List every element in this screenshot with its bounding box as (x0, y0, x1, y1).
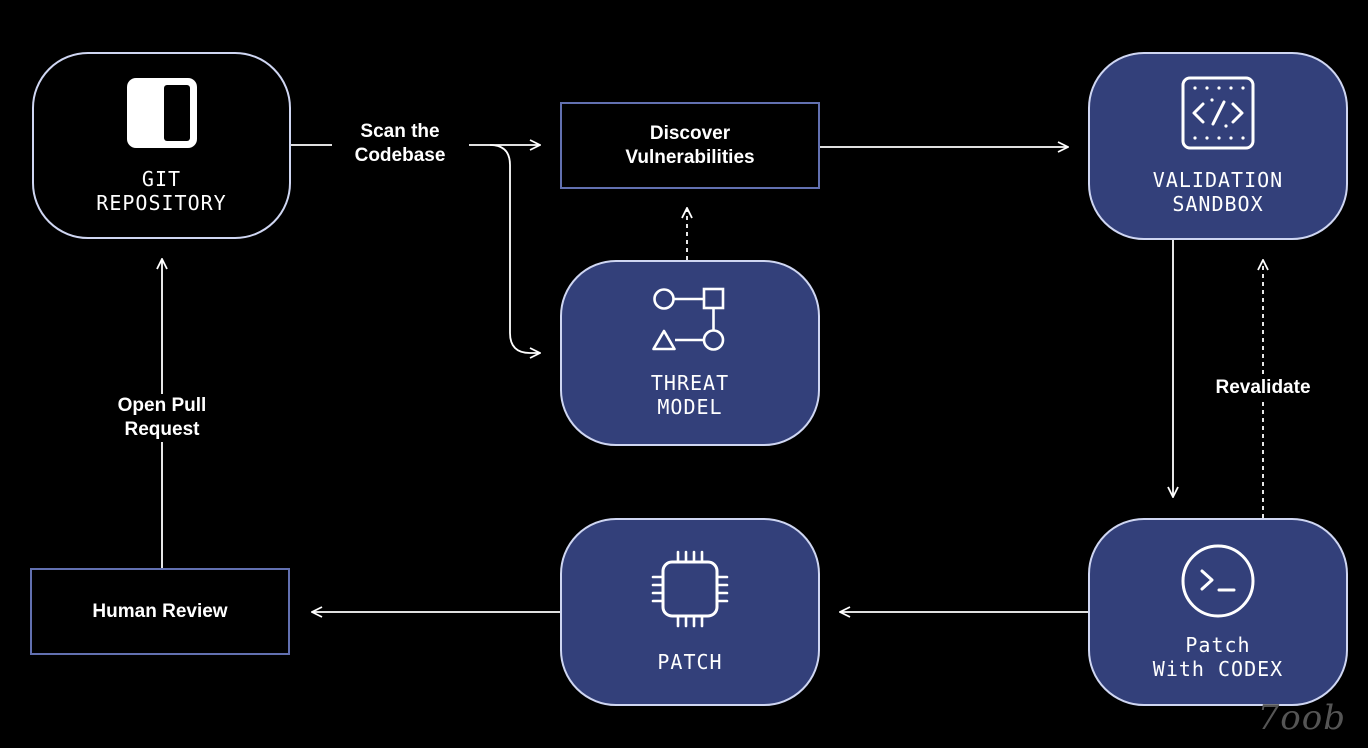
flow-shapes-icon (652, 287, 728, 353)
node-human-review-label: Human Review (92, 600, 228, 622)
node-patch: PATCH (560, 518, 820, 706)
node-patch-with-codex-label: Patch With CODEX (1152, 633, 1284, 681)
node-git-repository-label: GIT REPOSITORY (96, 166, 227, 215)
node-human-review: Human Review (30, 568, 290, 655)
node-patch-label: PATCH (657, 650, 723, 674)
node-patch-with-codex: Patch With CODEX (1088, 518, 1348, 706)
node-threat-model: THREAT MODEL (560, 260, 820, 446)
edge-label-revalidate: Revalidate (1203, 376, 1323, 400)
node-threat-model-label: THREAT MODEL (650, 371, 730, 419)
edge-scan-to-threat-model (489, 144, 540, 353)
node-discover-vulnerabilities-label: Discover Vulnerabilities (625, 122, 755, 168)
node-validation-sandbox-label: VALIDATION SANDBOX (1152, 168, 1284, 216)
watermark-logo: 7oob (1257, 698, 1346, 738)
node-discover-vulnerabilities: Discover Vulnerabilities (560, 102, 820, 189)
node-git-repository: GIT REPOSITORY (32, 52, 291, 239)
code-window-icon (1181, 76, 1255, 150)
node-validation-sandbox: VALIDATION SANDBOX (1088, 52, 1348, 240)
edge-label-open-pull-request: Open Pull Request (97, 394, 227, 442)
chip-icon (651, 550, 729, 628)
terminal-prompt-icon (1180, 543, 1256, 619)
edge-label-scan-the-codebase: Scan the Codebase (340, 120, 460, 168)
panel-layout-icon (126, 77, 198, 149)
